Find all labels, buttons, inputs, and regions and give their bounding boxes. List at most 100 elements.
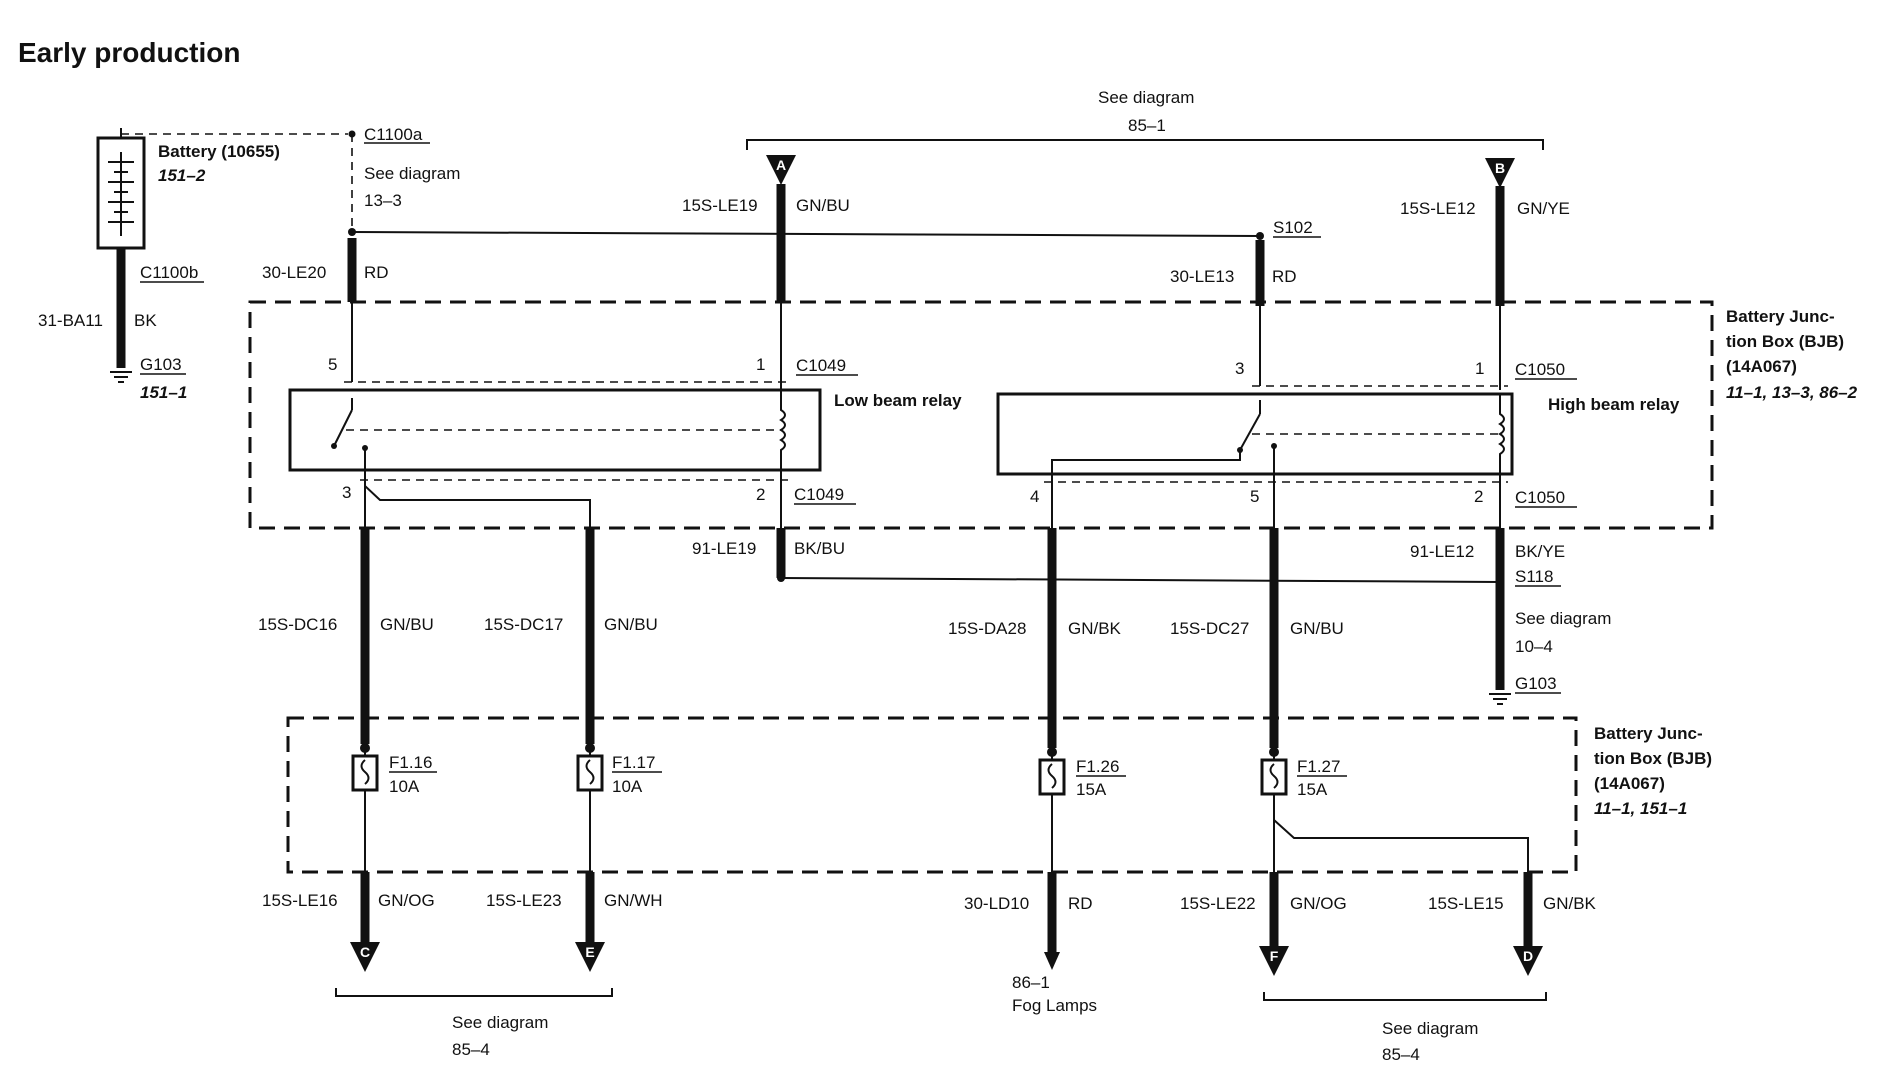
fuse-f1-27 [1260,747,1529,872]
diagram-title: Early production [18,37,240,68]
g103-left-ref: 151–1 [140,383,187,402]
fuse-f1-27-id: F1.27 [1297,757,1340,776]
c1100a-label: C1100a [364,125,423,144]
bjb-top-line4: 11–1, 13–3, 86–2 [1726,383,1858,402]
arrow-d [1513,946,1543,976]
le19-color: GN/BU [796,196,850,215]
fuse-f1-26 [1038,747,1066,872]
fog-ref-number: 86–1 [1012,973,1050,992]
arrow-d-letter: D [1523,948,1533,964]
da28-circuit: 15S-DA28 [948,619,1026,638]
splice-line-s102 [351,231,1261,237]
battery-ref: 151–2 [158,166,206,185]
high-beam-relay-label: High beam relay [1548,395,1680,414]
bjb-top-line3: (14A067) [1726,357,1797,376]
arrow-c-letter: C [360,944,370,960]
dc27-color: GN/BU [1290,619,1344,638]
bottom-left-ref-number: 85–4 [452,1040,490,1059]
s118-ref-number: 10–4 [1515,637,1553,656]
dc16-circuit: 15S-DC16 [258,615,337,634]
fuse-f1-17 [576,743,604,872]
c1100a-ref-number: 13–3 [364,191,402,210]
le22-circuit: 15S-LE22 [1180,894,1256,913]
le12-color: GN/YE [1517,199,1570,218]
low-beam-relay-label: Low beam relay [834,391,962,410]
le13-color: RD [1272,267,1297,286]
pin-3-low: 3 [342,483,351,502]
pin-2-low: 2 [756,485,765,504]
bottom-right-see-diagram: See diagram [1382,1019,1478,1038]
le15-circuit: 15S-LE15 [1428,894,1504,913]
bjb-bottom-line4: 11–1, 151–1 [1594,799,1687,818]
bjb-top-box [248,300,1714,530]
arrow-c [350,942,380,972]
c1050-bottom-label: C1050 [1515,488,1565,507]
fuse-f1-17-rating: 10A [612,777,643,796]
le15-color: GN/BK [1543,894,1597,913]
c1049-bottom-label: C1049 [794,485,844,504]
s102-splice [1256,232,1264,240]
le12g-circuit: 91-LE12 [1410,542,1474,561]
fog-lamps-arrow [1044,952,1060,970]
bjb-top-line1: Battery Junc- [1726,307,1835,326]
ba11-color: BK [134,311,157,330]
le19g-circuit: 91-LE19 [692,539,756,558]
le19-circuit: 15S-LE19 [682,196,758,215]
high-beam-relay [996,392,1514,476]
bottom-left-bracket [335,988,613,997]
arrow-f-letter: F [1270,948,1279,964]
bjb-bottom-line3: (14A067) [1594,774,1665,793]
fuse-f1-27-rating: 15A [1297,780,1328,799]
top-ref-number: 85–1 [1128,116,1166,135]
le23-circuit: 15S-LE23 [486,891,562,910]
c1100a-see-diagram: See diagram [364,164,460,183]
le13-circuit: 30-LE13 [1170,267,1234,286]
pin-3-high: 3 [1235,359,1244,378]
le12g-color: BK/YE [1515,542,1565,561]
splice-line-s118 [780,577,1501,583]
low-relay-coil [779,390,786,470]
top-bracket [746,139,1544,150]
bottom-left-see-diagram: See diagram [452,1013,548,1032]
arrow-e-letter: E [585,944,594,960]
top-see-diagram: See diagram [1098,88,1194,107]
pin-1-low: 1 [756,355,765,374]
bottom-right-bracket [1263,992,1547,1001]
fuse-f1-26-rating: 15A [1076,780,1107,799]
bottom-right-ref-number: 85–4 [1382,1045,1420,1064]
fuse-f1-16-id: F1.16 [389,753,432,772]
pin-5-high: 5 [1250,487,1259,506]
arrow-a [766,155,796,185]
dc17-color: GN/BU [604,615,658,634]
le16-circuit: 15S-LE16 [262,891,338,910]
le22-color: GN/OG [1290,894,1347,913]
battery-symbol [96,128,146,250]
arrow-e [575,942,605,972]
c1100b-label: C1100b [140,263,198,282]
ba11-circuit: 31-BA11 [38,311,103,330]
g103-left-label: G103 [140,355,182,374]
ld10-color: RD [1068,894,1093,913]
low-relay-switch [333,409,353,447]
fuse-f1-16-rating: 10A [389,777,420,796]
pin-4-high: 4 [1030,487,1039,506]
battery-label: Battery (10655) [158,142,280,161]
le16-color: GN/OG [378,891,435,910]
le23-color: GN/WH [604,891,663,910]
dc17-circuit: 15S-DC17 [484,615,563,634]
dc16-color: GN/BU [380,615,434,634]
s102-label: S102 [1273,218,1313,237]
high-relay-switch [1239,413,1261,451]
da28-color: GN/BK [1068,619,1122,638]
fog-lamps-label: Fog Lamps [1012,996,1097,1015]
pin-2-high: 2 [1474,487,1483,506]
le19g-color: BK/BU [794,539,845,558]
fuse-f1-17-id: F1.17 [612,753,655,772]
le20-circuit: 30-LE20 [262,263,326,282]
c1050-top-label: C1050 [1515,360,1565,379]
ground-symbol-right [1489,693,1511,705]
arrow-b-letter: B [1495,160,1505,176]
bjb-top-line2: tion Box (BJB) [1726,332,1844,351]
le12-circuit: 15S-LE12 [1400,199,1476,218]
